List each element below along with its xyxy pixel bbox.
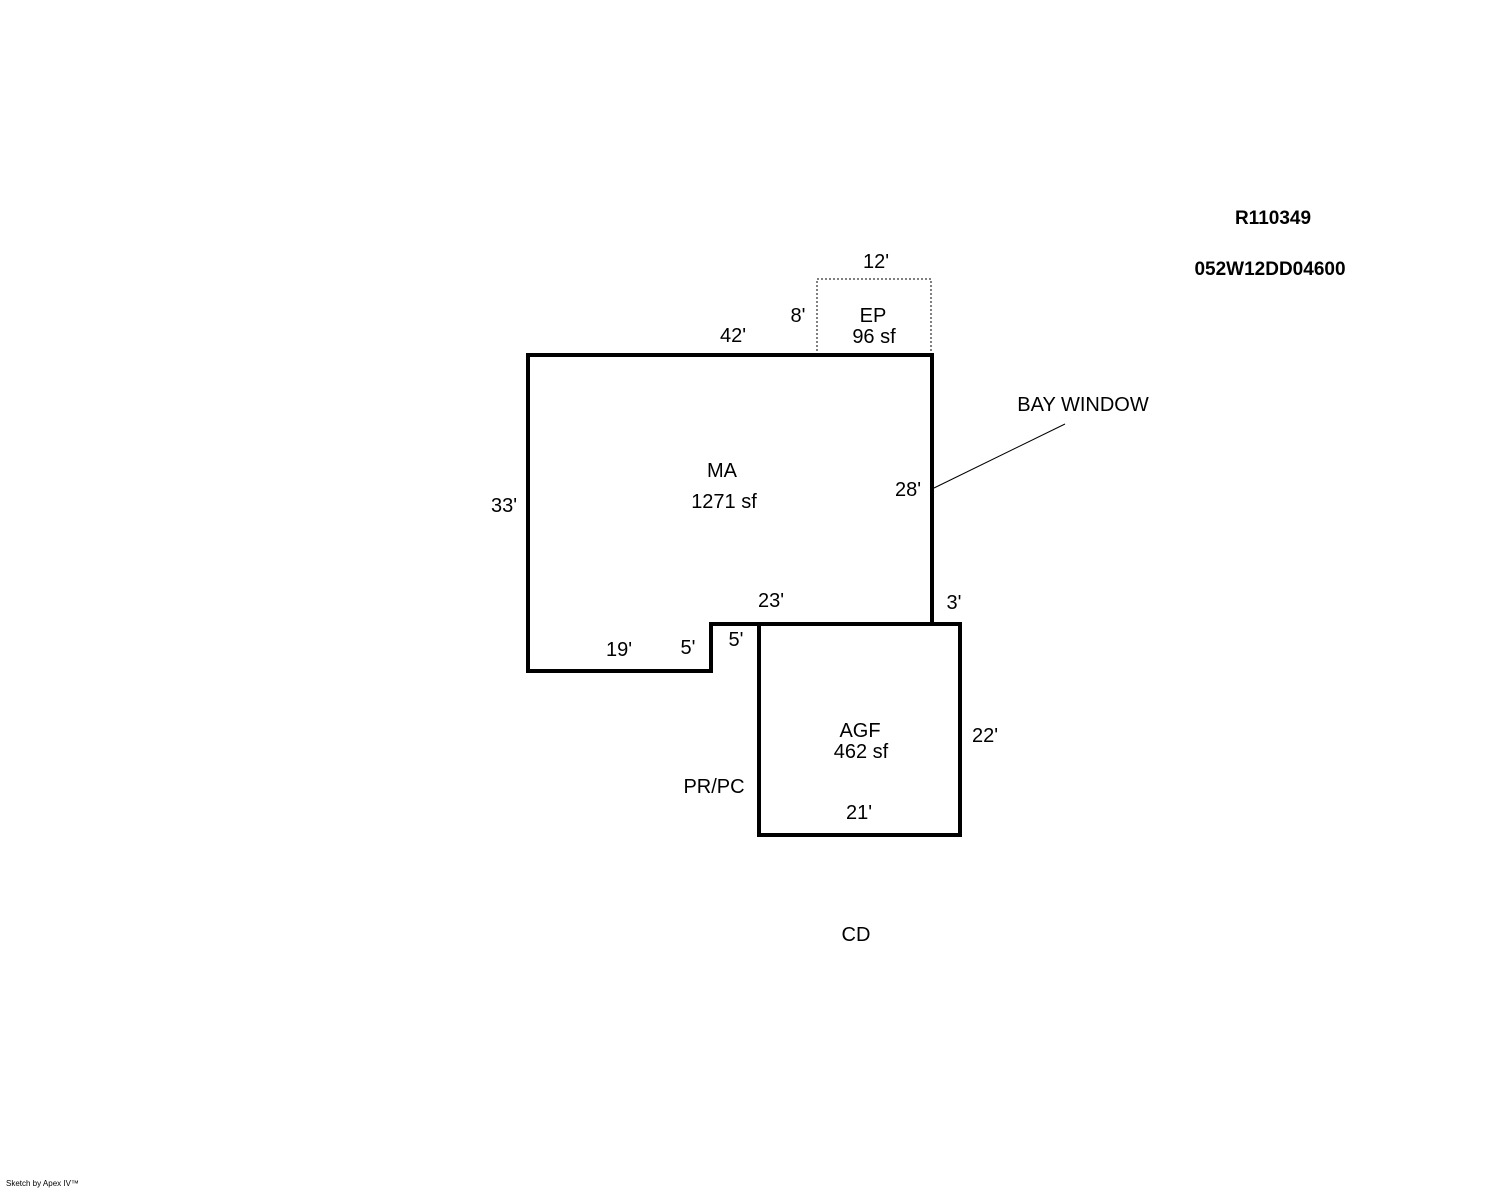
ma-top-dim: 42' bbox=[720, 325, 746, 347]
ma-step-b-dim: 5' bbox=[729, 629, 744, 651]
ma-left-dim: 33' bbox=[491, 495, 517, 517]
main-area-area: 1271 sf bbox=[691, 491, 757, 513]
porch-area: 96 sf bbox=[852, 326, 896, 348]
garage-outline bbox=[757, 622, 962, 837]
ep-depth-label: 8' bbox=[791, 305, 806, 327]
pr-pc-label: PR/PC bbox=[683, 776, 744, 798]
ep-width-label: 12' bbox=[863, 251, 889, 273]
sketch-credit: Sketch by Apex IV™ bbox=[6, 1179, 79, 1188]
porch-outline bbox=[816, 278, 932, 356]
main-area-label: MA bbox=[707, 460, 738, 482]
main-area-outline bbox=[526, 353, 934, 673]
garage-area: 462 sf bbox=[834, 741, 889, 763]
ma-bottom-right-dim: 23' bbox=[758, 590, 784, 612]
ma-right-dim: 28' bbox=[895, 479, 921, 501]
bay-window-leader-line bbox=[933, 423, 1066, 489]
garage-label: AGF bbox=[839, 720, 880, 742]
ma-step-a-dim: 5' bbox=[681, 637, 696, 659]
account-id: R110349 bbox=[1235, 208, 1311, 229]
agf-bottom-dim: 21' bbox=[846, 802, 872, 824]
ma-bottom-left-dim: 19' bbox=[606, 639, 632, 661]
bay-window-label: BAY WINDOW bbox=[1017, 394, 1149, 416]
map-tax-lot: 052W12DD04600 bbox=[1194, 259, 1345, 280]
offset-dim: 3' bbox=[947, 592, 962, 614]
porch-label: EP bbox=[860, 305, 887, 327]
cd-label: CD bbox=[842, 924, 871, 946]
agf-side-dim: 22' bbox=[972, 725, 998, 747]
